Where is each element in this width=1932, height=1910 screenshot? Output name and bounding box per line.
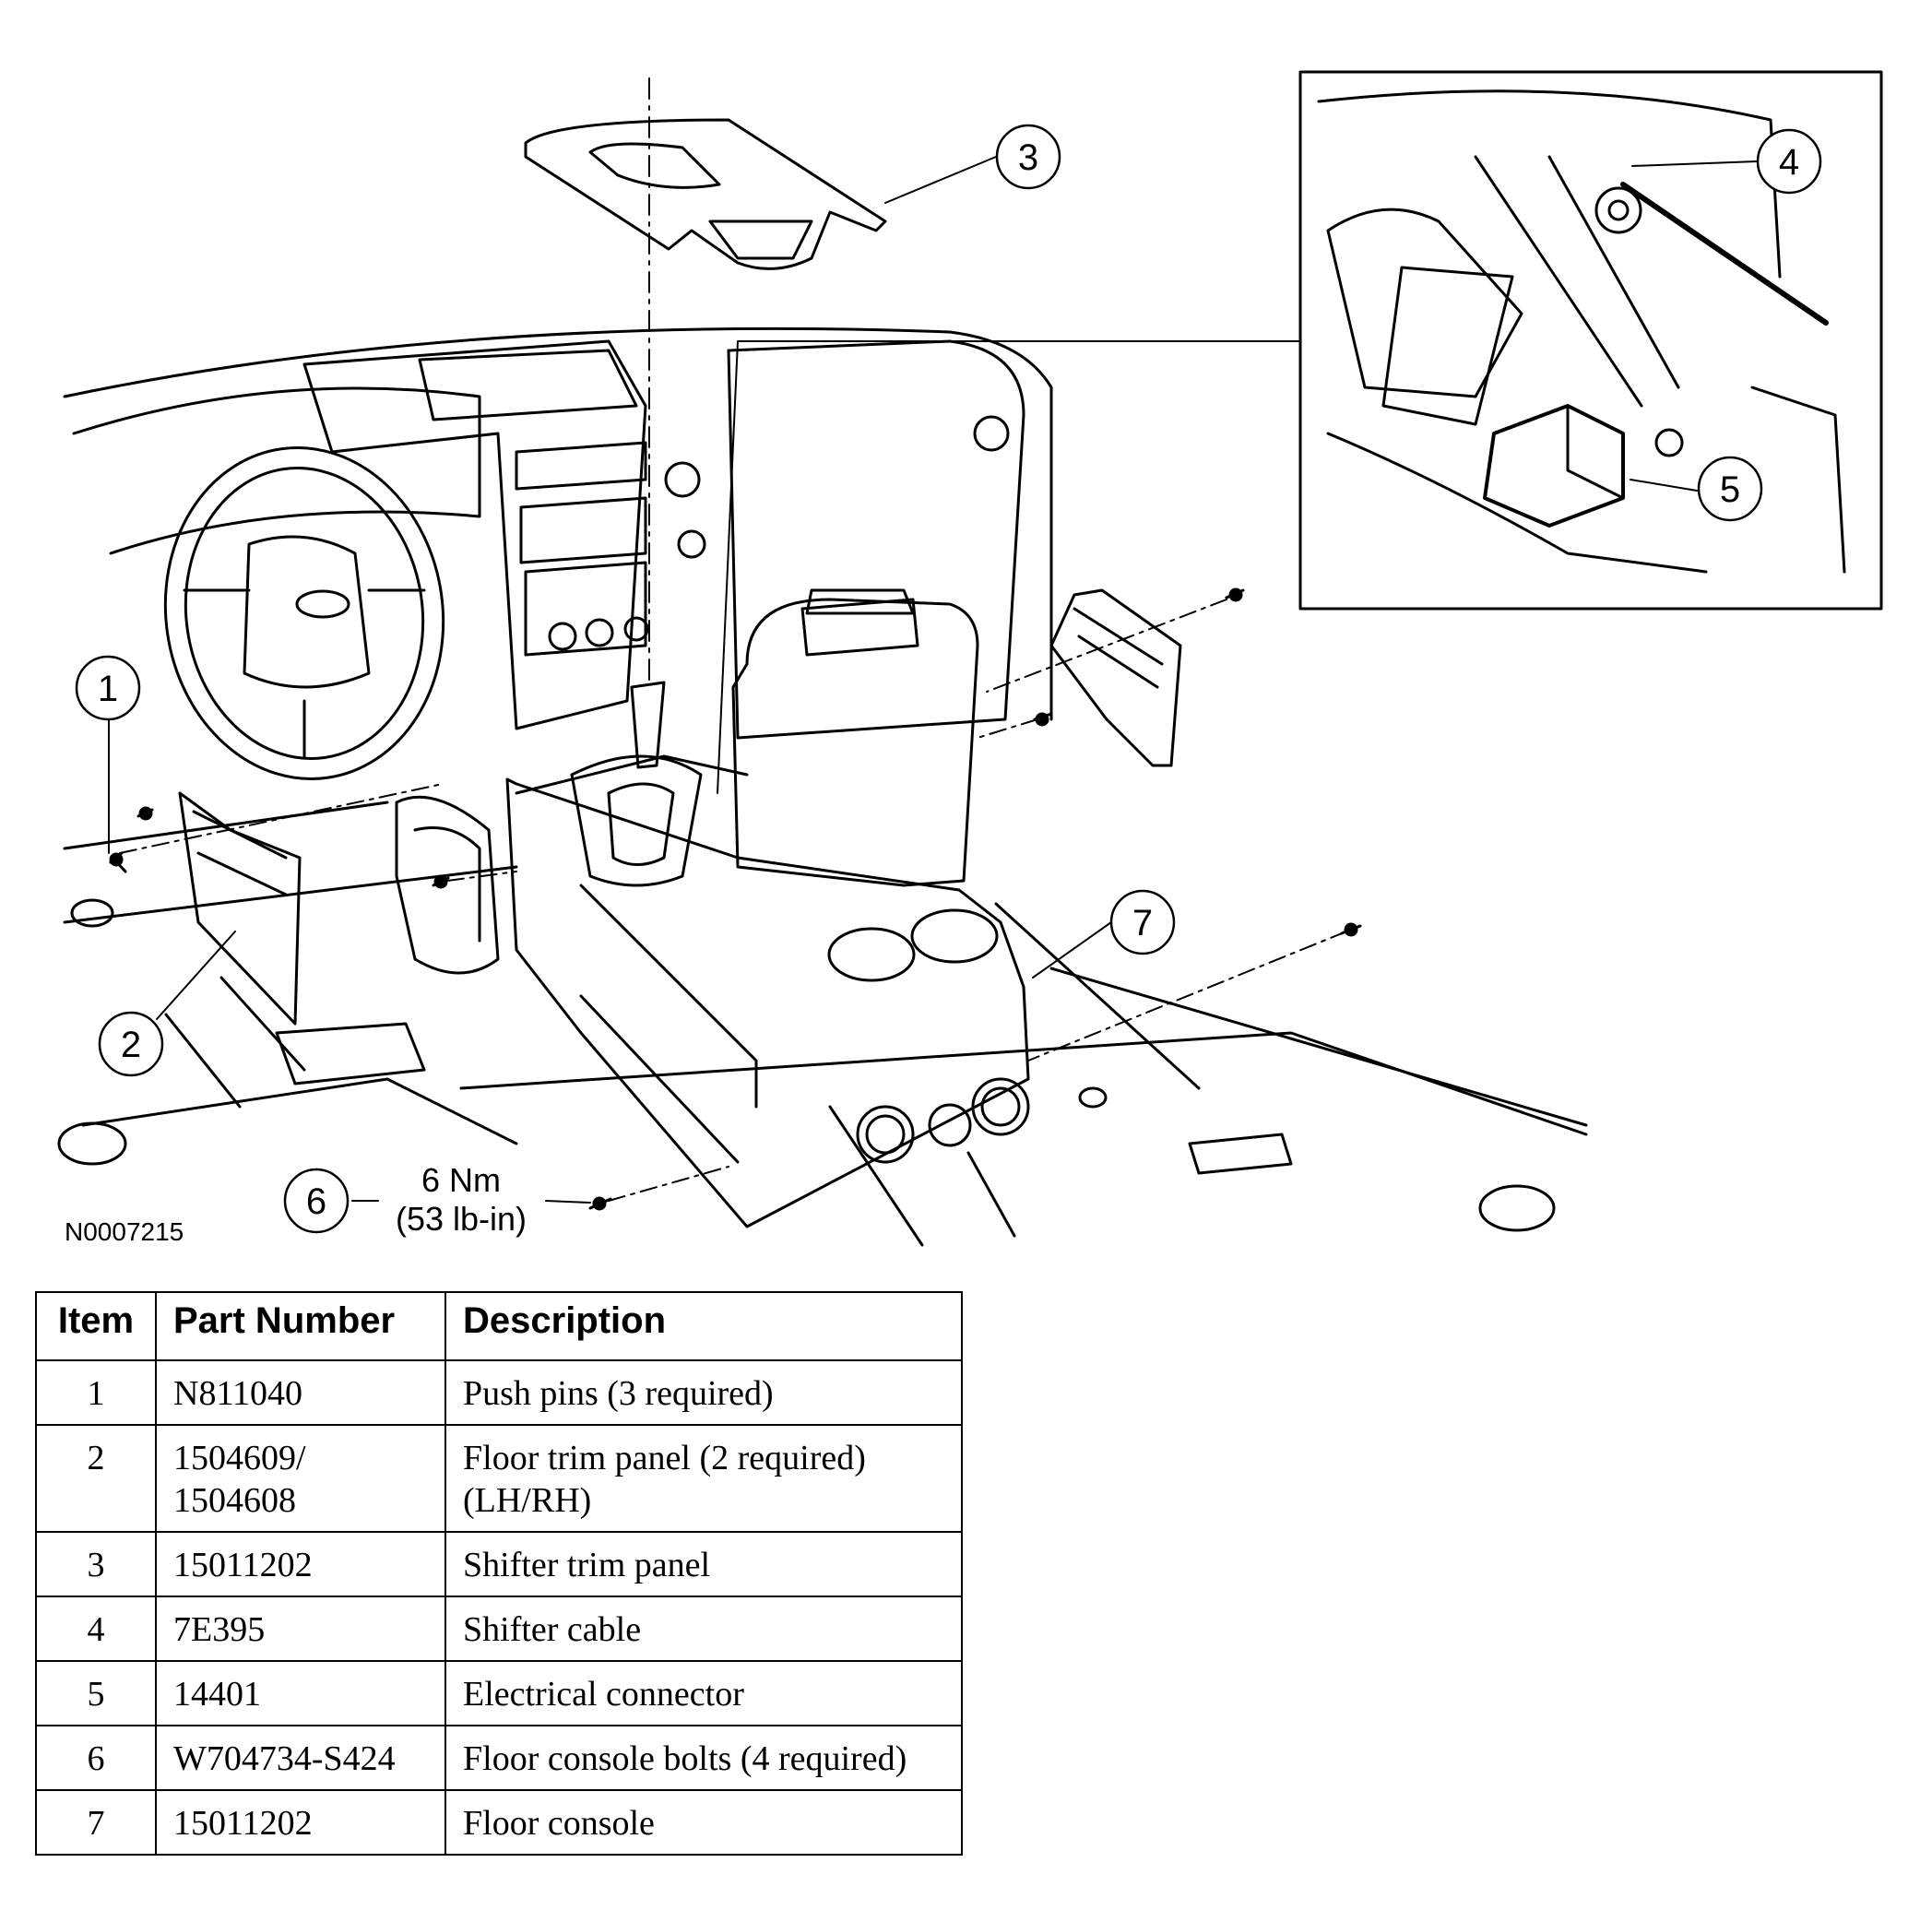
table-row: 1 N811040 Push pins (3 required) xyxy=(35,1359,963,1426)
torque-spec-nm: 6 Nm xyxy=(421,1161,501,1199)
shifter-trim-panel-part xyxy=(524,118,887,270)
item-cell: 3 xyxy=(35,1531,157,1597)
part-number-cell: 14401 xyxy=(155,1660,446,1726)
callout-3: 3 xyxy=(1018,137,1038,178)
table-row: 6 W704734-S424 Floor console bolts (4 re… xyxy=(35,1725,963,1791)
callout-1: 1 xyxy=(98,669,118,709)
description-cell: Push pins (3 required) xyxy=(444,1359,963,1426)
instrument-panel xyxy=(63,326,1053,740)
item-cell: 5 xyxy=(35,1660,157,1726)
callout-5: 5 xyxy=(1720,469,1740,510)
floor-trim-panel-right xyxy=(1049,588,1182,767)
exploded-view-illustration: 1 2 3 4 5 6 7 6 Nm (53 lb-in) N0007215 xyxy=(57,70,1883,1247)
part-number-cell: 7E395 xyxy=(155,1596,446,1662)
table-row: 2 1504609/ 1504608 Floor trim panel (2 r… xyxy=(35,1424,963,1533)
fasteners xyxy=(109,587,1362,1211)
console-bracket-left xyxy=(395,795,500,975)
item-cell: 6 xyxy=(35,1725,157,1791)
callout-numbers: 1 2 3 4 5 6 7 xyxy=(98,137,1799,1222)
fastener-alignment-lines xyxy=(119,599,1347,1202)
table-row: 7 15011202 Floor console xyxy=(35,1789,963,1856)
table-row: 3 15011202 Shifter trim panel xyxy=(35,1531,963,1597)
torque-spec-lbin: (53 lb-in) xyxy=(396,1200,527,1238)
description-cell: Electrical connector xyxy=(444,1660,963,1726)
callout-4: 4 xyxy=(1779,142,1799,183)
callout-7: 7 xyxy=(1132,903,1153,943)
callout-leaders xyxy=(108,156,1758,1204)
table-header-row: Item Part Number Description xyxy=(35,1291,963,1361)
item-cell: 1 xyxy=(35,1359,157,1426)
part-number-cell: 15011202 xyxy=(155,1789,446,1856)
floor-console-part xyxy=(505,588,1030,1228)
item-cell: 2 xyxy=(35,1424,157,1533)
description-cell: Floor console xyxy=(444,1789,963,1856)
callout-2: 2 xyxy=(121,1025,141,1065)
header-description: Description xyxy=(444,1291,963,1361)
header-part-number: Part Number xyxy=(155,1291,446,1361)
table-row: 5 14401 Electrical connector xyxy=(35,1660,963,1726)
callout-6: 6 xyxy=(306,1181,326,1222)
part-number-cell: 1504609/ 1504608 xyxy=(155,1424,446,1533)
item-cell: 4 xyxy=(35,1596,157,1662)
header-item: Item xyxy=(35,1291,157,1361)
parts-table: Item Part Number Description 1 N811040 P… xyxy=(35,1291,963,1856)
part-number-cell: N811040 xyxy=(155,1359,446,1426)
part-number-cell: 15011202 xyxy=(155,1531,446,1597)
shift-lever xyxy=(570,681,703,887)
floor-pan xyxy=(57,801,1588,1247)
part-number-cell: W704734-S424 xyxy=(155,1725,446,1791)
description-cell: Shifter trim panel xyxy=(444,1531,963,1597)
table-row: 4 7E395 Shifter cable xyxy=(35,1596,963,1662)
steering-wheel xyxy=(163,446,445,780)
item-cell: 7 xyxy=(35,1789,157,1856)
inset-leader-line xyxy=(717,340,1301,794)
description-cell: Shifter cable xyxy=(444,1596,963,1662)
callout-circles xyxy=(75,124,1822,1234)
description-cell: Floor console bolts (4 required) xyxy=(444,1725,963,1791)
figure-id: N0007215 xyxy=(65,1217,184,1246)
floor-trim-panel-left xyxy=(178,791,302,1026)
description-cell: Floor trim panel (2 required) (LH/RH) xyxy=(444,1424,963,1533)
